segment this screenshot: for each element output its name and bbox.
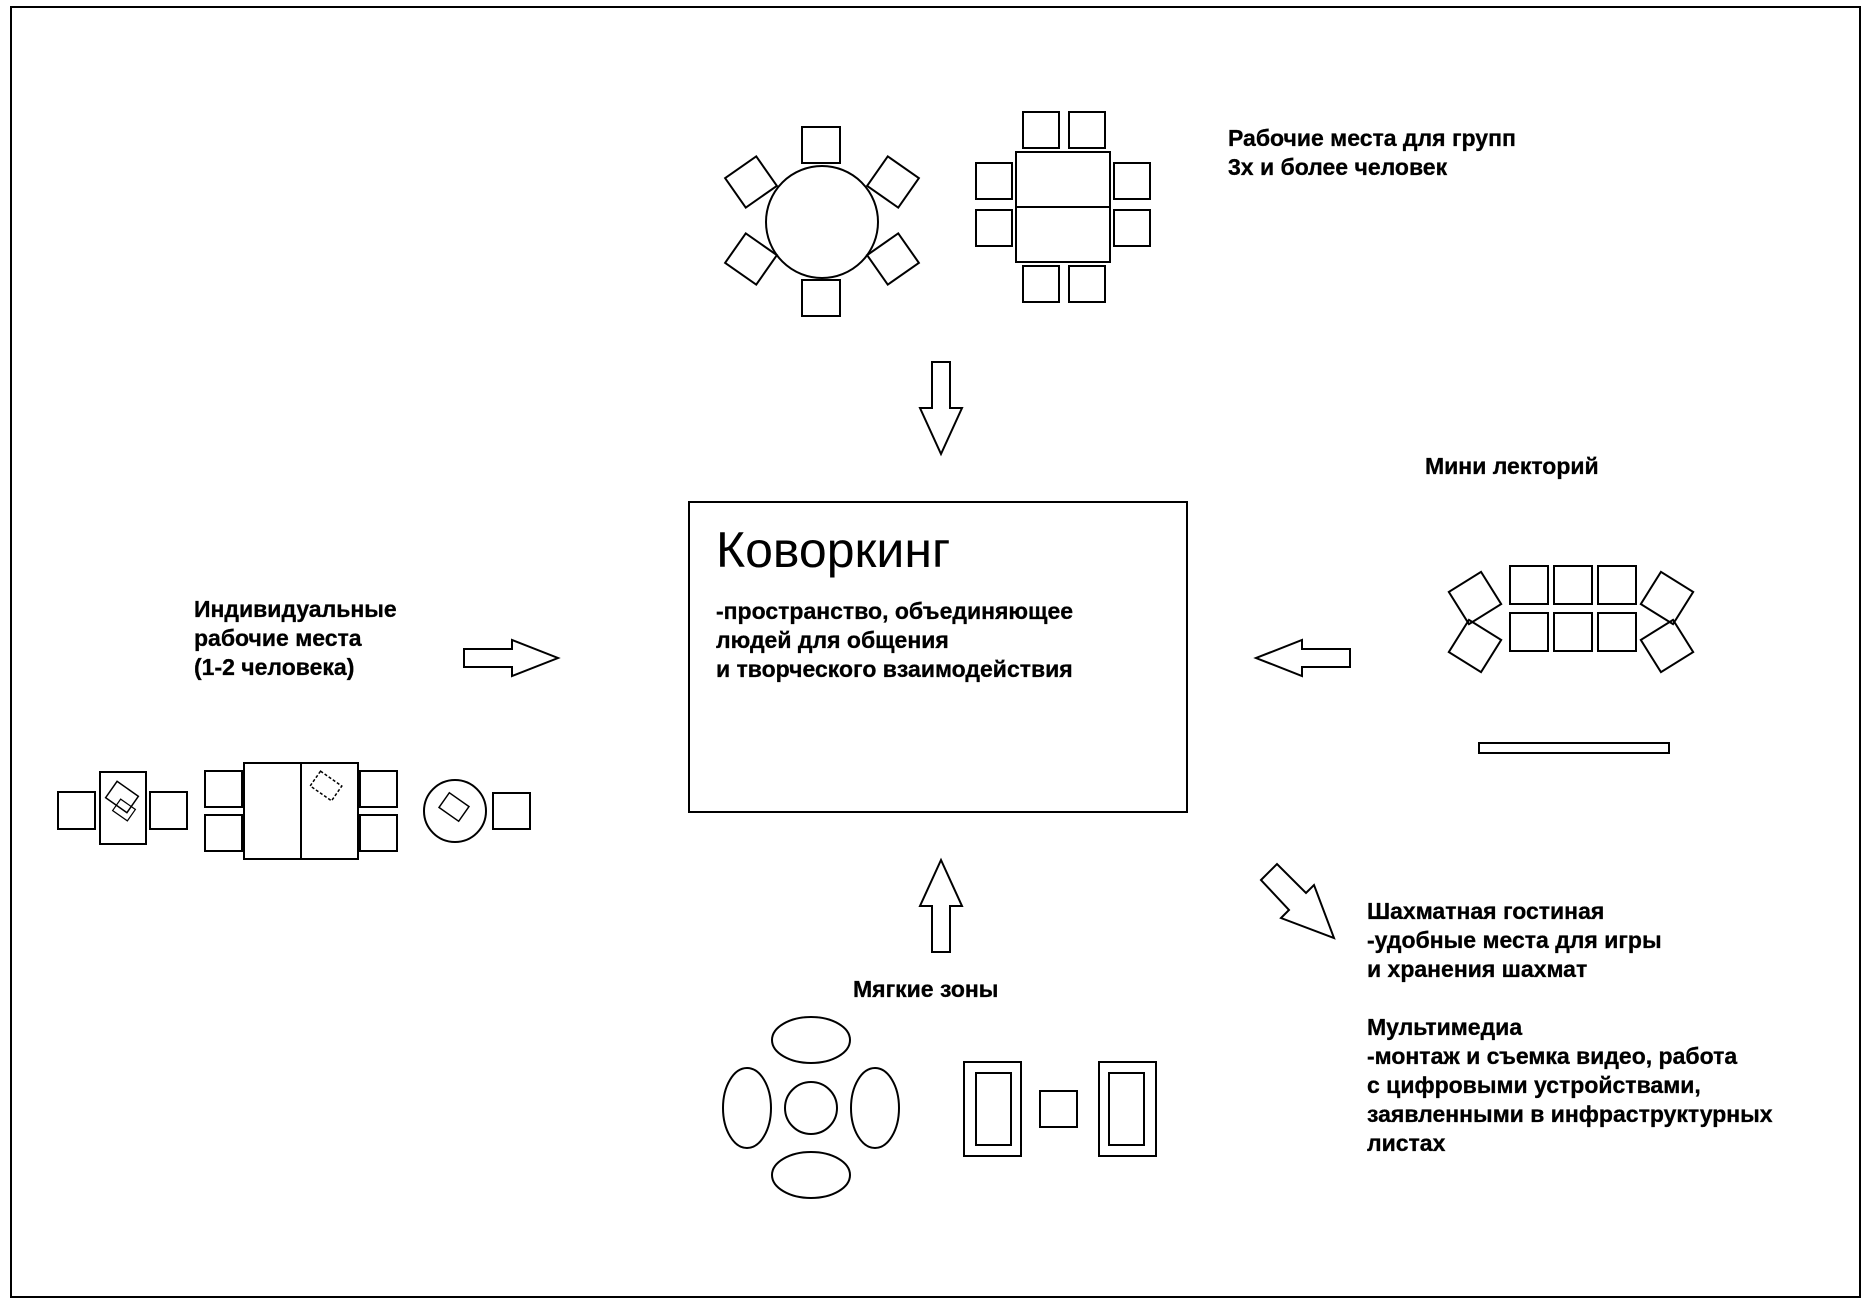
chair [1113, 162, 1151, 200]
chair [57, 791, 96, 830]
chair [1509, 612, 1549, 652]
chair [1597, 612, 1637, 652]
chair [801, 279, 841, 317]
round-table-group [723, 126, 921, 317]
arrow-down-icon [918, 361, 964, 457]
group-workplaces-label: Рабочие места для групп 3х и более челов… [1228, 125, 1516, 180]
individual-workplaces-label: Индивидуальные рабочие места (1-2 челове… [194, 596, 397, 680]
multimedia-label: Мультимедиа -монтаж и съемка видео, рабо… [1367, 1014, 1773, 1156]
chair [1553, 612, 1593, 652]
chair [1068, 111, 1106, 149]
chair [1639, 618, 1695, 674]
chair [359, 814, 398, 852]
coworking-box: Коворкинг -пространство, объединяющее лю… [688, 501, 1188, 813]
chair [1113, 209, 1151, 247]
chair [801, 126, 841, 164]
soft-ottomans [722, 1016, 900, 1199]
chair [492, 792, 531, 830]
arrow-left-icon [1253, 638, 1351, 678]
soft-zones-label: Мягкие зоны [853, 976, 999, 1002]
individual-desk-2 [204, 762, 398, 860]
chair [359, 770, 398, 808]
chair [204, 814, 243, 852]
arrow-diagonal-icon [1259, 862, 1336, 940]
chair [149, 791, 188, 830]
round-table [765, 165, 879, 279]
arrow-right-icon [463, 638, 561, 678]
soft-sofas [963, 1061, 1157, 1157]
chair [723, 231, 779, 287]
chess-lounge-label: Шахматная гостиная -удобные места для иг… [1367, 898, 1662, 982]
lecture-seats [1447, 565, 1695, 674]
coffee-table [1039, 1090, 1078, 1128]
chair [1509, 565, 1549, 605]
coworking-title: Коворкинг [716, 522, 951, 578]
chair [1447, 618, 1503, 674]
mini-lecture-label: Мини лекторий [1425, 453, 1599, 479]
chair [204, 770, 243, 808]
chair [1639, 570, 1695, 626]
lecture-stage [1478, 742, 1670, 754]
diagram-frame [10, 6, 1861, 1298]
chair [1022, 265, 1060, 303]
chair [1553, 565, 1593, 605]
individual-round-table [423, 779, 531, 843]
chair [865, 154, 921, 210]
chair [1022, 111, 1060, 149]
chair [1597, 565, 1637, 605]
coworking-description: -пространство, объединяющее людей для об… [716, 598, 1074, 682]
chair [975, 162, 1013, 200]
rect-table-group [975, 111, 1151, 303]
individual-desk-1 [57, 771, 188, 845]
chair [723, 154, 779, 210]
chair [975, 209, 1013, 247]
arrow-up-icon [918, 857, 964, 953]
chair [1068, 265, 1106, 303]
chair [865, 231, 921, 287]
chair [1447, 570, 1503, 626]
